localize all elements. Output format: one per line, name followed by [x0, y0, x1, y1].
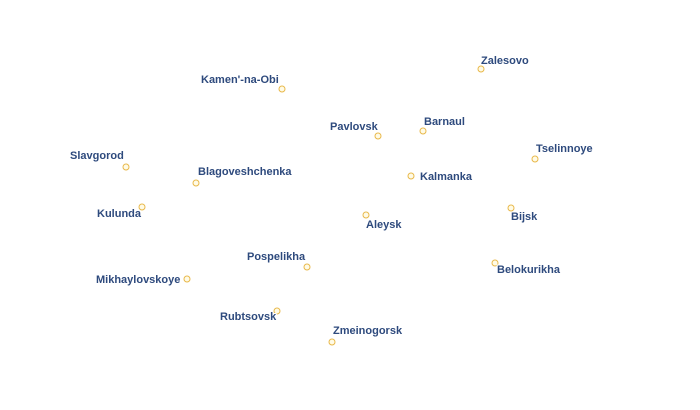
- city-marker-kalmanka[interactable]: [407, 172, 415, 180]
- city-label-bijsk: Bijsk: [511, 211, 538, 223]
- city-label-kulunda: Kulunda: [97, 208, 141, 220]
- city-label-zalesovo: Zalesovo: [481, 55, 529, 67]
- city-marker-bijsk[interactable]: [507, 204, 515, 212]
- city-label-pavlovsk: Pavlovsk: [330, 121, 378, 133]
- city-label-tselinnoye: Tselinnoye: [536, 143, 593, 155]
- city-marker-slavgorod[interactable]: [122, 163, 130, 171]
- city-marker-zalesovo[interactable]: [477, 65, 485, 73]
- city-marker-zmeinogorsk[interactable]: [328, 338, 336, 346]
- city-label-barnaul: Barnaul: [424, 116, 465, 128]
- city-label-belokurikha: Belokurikha: [497, 264, 560, 276]
- city-label-aleysk: Aleysk: [366, 219, 402, 231]
- city-marker-blagoveshchenka[interactable]: [192, 179, 200, 187]
- city-label-kalmanka: Kalmanka: [420, 171, 472, 183]
- city-label-mikhaylovskoye: Mikhaylovskoye: [96, 274, 181, 286]
- city-marker-kamen-na-obi[interactable]: [278, 85, 286, 93]
- city-label-slavgorod: Slavgorod: [70, 150, 124, 162]
- city-marker-mikhaylovskoye[interactable]: [183, 275, 191, 283]
- city-label-blagoveshchenka: Blagoveshchenka: [198, 166, 292, 178]
- city-marker-kulunda[interactable]: [138, 203, 146, 211]
- city-marker-pavlovsk[interactable]: [374, 132, 382, 140]
- city-label-rubtsovsk: Rubtsovsk: [220, 311, 277, 323]
- city-label-pospelikha: Pospelikha: [247, 251, 306, 263]
- city-marker-rubtsovsk[interactable]: [273, 307, 281, 315]
- city-label-zmeinogorsk: Zmeinogorsk: [333, 325, 403, 337]
- city-marker-pospelikha[interactable]: [303, 263, 311, 271]
- city-label-kamen-na-obi: Kamen'-na-Obi: [201, 74, 279, 86]
- city-marker-belokurikha[interactable]: [491, 259, 499, 267]
- city-marker-barnaul[interactable]: [419, 127, 427, 135]
- city-marker-aleysk[interactable]: [362, 211, 370, 219]
- city-marker-tselinnoye[interactable]: [531, 155, 539, 163]
